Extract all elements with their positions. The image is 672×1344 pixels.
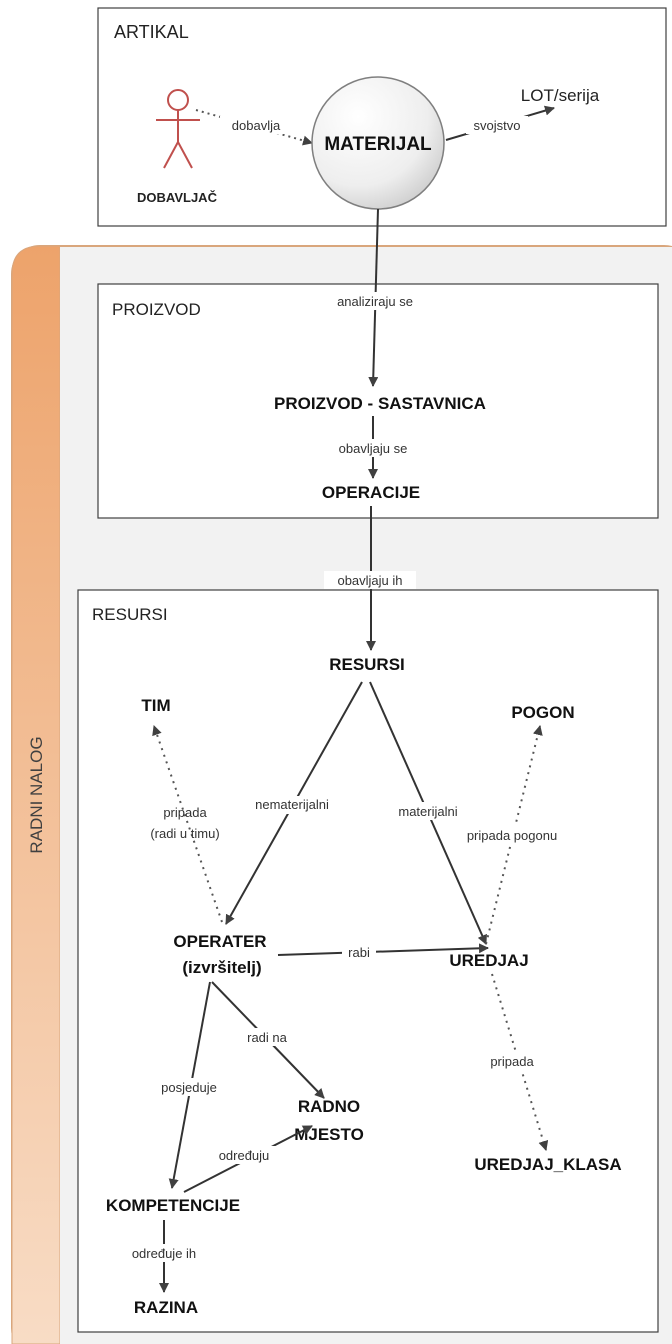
edge-label-obavljaju-ih: obavljaju ih	[337, 573, 402, 588]
edge-label-odredjuje-ih: određuje ih	[132, 1246, 196, 1261]
edge-label-radi-na: radi na	[247, 1030, 288, 1045]
kompetencije-node: KOMPETENCIJE	[106, 1196, 240, 1215]
proizvod-title: PROIZVOD	[112, 300, 201, 319]
proizvod-box: PROIZVOD	[97, 283, 659, 519]
radni-nalog-label: RADNI NALOG	[27, 736, 46, 853]
edge-label-materijalni: materijalni	[398, 804, 457, 819]
edge-label-svojstvo: svojstvo	[474, 118, 521, 133]
materijal-label: MATERIJAL	[324, 134, 432, 155]
edge-label-odredjuju: određuju	[219, 1148, 270, 1163]
edge-label-pripada-tim-1: pripada	[163, 805, 207, 820]
edge-label-pripada-tim-2: (radi u timu)	[150, 826, 219, 841]
resursi-title: RESURSI	[92, 605, 168, 624]
proizvod-sastavnica-node: PROIZVOD - SASTAVNICA	[274, 394, 486, 413]
operater-node-line1: OPERATER	[173, 932, 266, 951]
uredjaj-node: UREDJAJ	[449, 951, 528, 970]
operater-node-line2: (izvršitelj)	[182, 958, 261, 977]
edge-label-nematerijalni: nematerijalni	[255, 797, 329, 812]
operacije-node: OPERACIJE	[322, 483, 420, 502]
razina-node: RAZINA	[134, 1298, 198, 1317]
radno-mjesto-node-line2: MJESTO	[294, 1125, 364, 1144]
artikal-box: ARTIKAL DOBAVLJAČ dobavlja MATERIJAL svo…	[97, 7, 667, 227]
tim-node: TIM	[141, 696, 170, 715]
uredjaj-klasa-node: UREDJAJ_KLASA	[474, 1155, 621, 1174]
edge-label-rabi: rabi	[348, 945, 370, 960]
radno-mjesto-node-line1: RADNO	[298, 1097, 360, 1116]
edge-label-pripada-pogonu: pripada pogonu	[467, 828, 557, 843]
resursi-node: RESURSI	[329, 655, 405, 674]
edge-label-analiziraju-se: analiziraju se	[337, 294, 413, 309]
pogon-node: POGON	[511, 703, 574, 722]
stick-figure-actor-icon	[156, 89, 200, 169]
edge-label-obavljaju-se: obavljaju se	[339, 441, 408, 456]
dobavljac-label: DOBAVLJAČ	[137, 190, 218, 205]
resursi-box: RESURSI	[77, 589, 659, 1333]
edge-label-pripada-klasa: pripada	[490, 1054, 534, 1069]
lot-serija-label: LOT/serija	[521, 86, 600, 105]
artikal-title: ARTIKAL	[114, 22, 189, 42]
edge-label-posjeduje: posjeduje	[161, 1080, 217, 1095]
edge-label-dobavlja: dobavlja	[232, 118, 281, 133]
